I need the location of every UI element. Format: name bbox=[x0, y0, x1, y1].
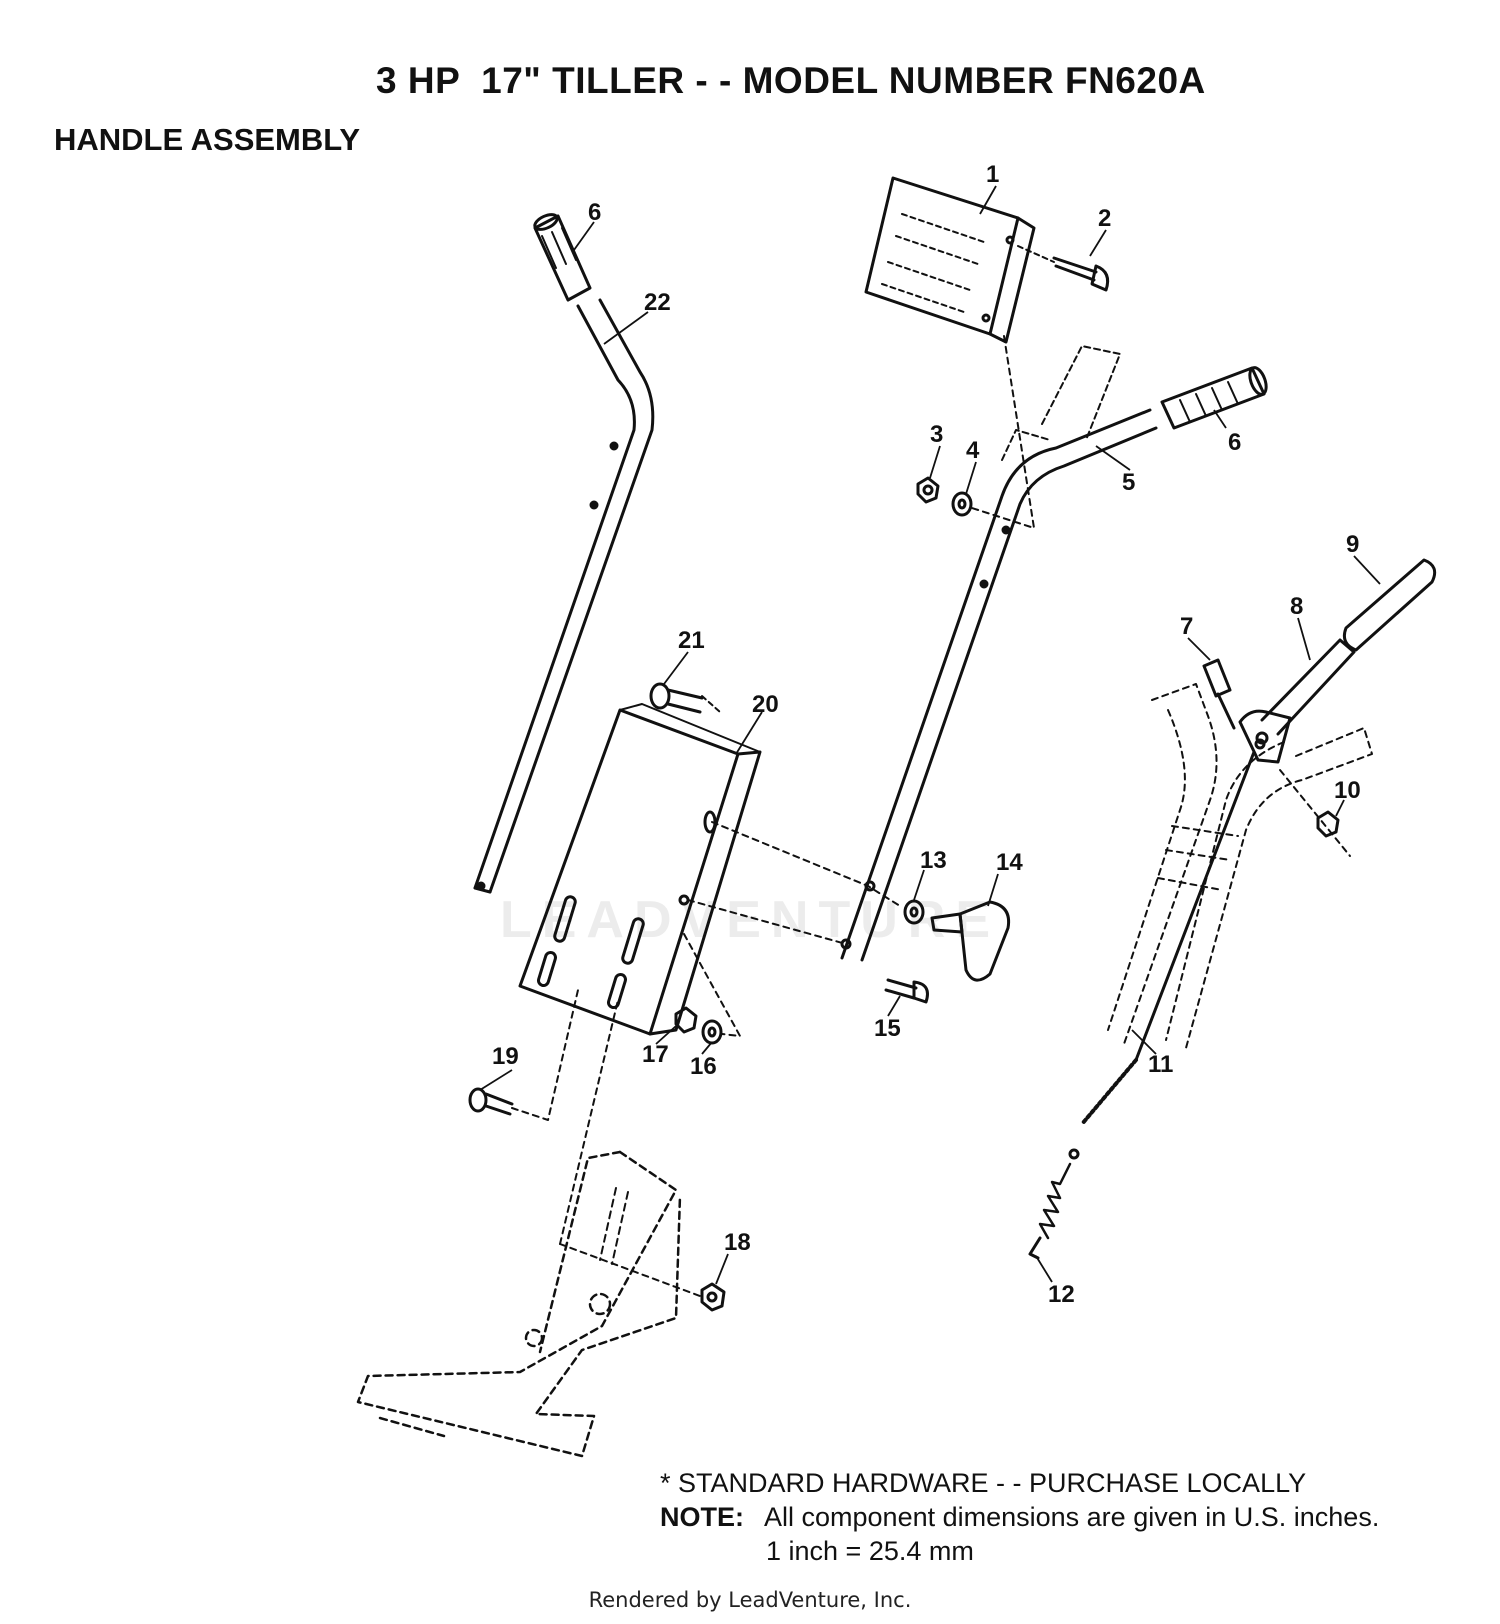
standard-hardware-note: * STANDARD HARDWARE - - PURCHASE LOCALLY bbox=[660, 1468, 1307, 1498]
callout-22: 22 bbox=[644, 289, 671, 316]
part-3-nut bbox=[916, 476, 940, 504]
part-7-bolt bbox=[1202, 658, 1236, 730]
tiller-frame-outline bbox=[356, 1150, 682, 1458]
part-2-bolt bbox=[1017, 245, 1110, 292]
callout-17: 17 bbox=[642, 1041, 669, 1068]
part-22-left-handle-tube bbox=[473, 298, 655, 894]
callout-11: 11 bbox=[1148, 1051, 1173, 1078]
part-17-nut bbox=[674, 1006, 698, 1034]
part-10-nut bbox=[1279, 769, 1351, 857]
part-4-washer bbox=[951, 491, 973, 517]
page-title: 3 HP 17" TILLER - - MODEL NUMBER FN620A bbox=[376, 60, 1206, 101]
part-5-right-handle bbox=[840, 345, 1158, 962]
callout-labels: 1 2 3 4 5 6 6 7 8 9 10 11 12 13 14 15 16… bbox=[492, 161, 1361, 1308]
part-9-lever-grip bbox=[1342, 558, 1437, 652]
callout-13: 13 bbox=[920, 847, 947, 874]
callout-9: 9 bbox=[1346, 531, 1359, 558]
part-6-left-handle-grip bbox=[533, 213, 592, 302]
callout-16: 16 bbox=[690, 1053, 717, 1080]
part-1-console-panel bbox=[864, 176, 1036, 344]
callout-5: 5 bbox=[1122, 469, 1135, 496]
callout-19: 19 bbox=[492, 1043, 519, 1070]
callout-7: 7 bbox=[1180, 613, 1193, 640]
render-credit: Rendered by LeadVenture, Inc. bbox=[588, 1588, 912, 1612]
callout-3: 3 bbox=[930, 421, 943, 448]
callout-4: 4 bbox=[966, 437, 980, 464]
part-21-bolt bbox=[649, 682, 721, 714]
section-title: HANDLE ASSEMBLY bbox=[54, 122, 361, 157]
note-line: NOTE: All component dimensions are given … bbox=[660, 1500, 1379, 1534]
callout-10: 10 bbox=[1334, 777, 1361, 804]
note-label: NOTE: bbox=[660, 1502, 744, 1532]
part-13-washer bbox=[903, 899, 925, 925]
part-14-knob bbox=[930, 900, 1011, 982]
callout-2: 2 bbox=[1098, 205, 1111, 232]
callout-15: 15 bbox=[874, 1015, 901, 1042]
callout-8: 8 bbox=[1290, 593, 1303, 620]
part-20-mounting-bracket bbox=[518, 703, 762, 1036]
leader-lines bbox=[479, 185, 1381, 1285]
callout-1: 1 bbox=[986, 161, 999, 188]
callout-6b: 6 bbox=[1228, 429, 1241, 456]
callout-20: 20 bbox=[752, 691, 779, 718]
callout-21: 21 bbox=[678, 627, 705, 654]
part-19-bolt bbox=[468, 989, 579, 1121]
part-12-spring bbox=[1028, 1148, 1080, 1260]
part-16-washer bbox=[701, 1019, 723, 1045]
callout-6a: 6 bbox=[588, 199, 601, 226]
conversion-note: 1 inch = 25.4 mm bbox=[766, 1536, 974, 1566]
part-6-right-handle-grip bbox=[1160, 366, 1268, 430]
footnotes: * STANDARD HARDWARE - - PURCHASE LOCALLY… bbox=[660, 1466, 1379, 1568]
callout-18: 18 bbox=[724, 1229, 751, 1256]
callout-12: 12 bbox=[1048, 1281, 1075, 1308]
note-text: All component dimensions are given in U.… bbox=[764, 1502, 1380, 1532]
part-15-bolt bbox=[884, 978, 929, 1004]
callout-14: 14 bbox=[996, 849, 1023, 876]
handle-reference-outline bbox=[1107, 683, 1373, 1049]
part-11-control-cable bbox=[1080, 738, 1266, 1126]
